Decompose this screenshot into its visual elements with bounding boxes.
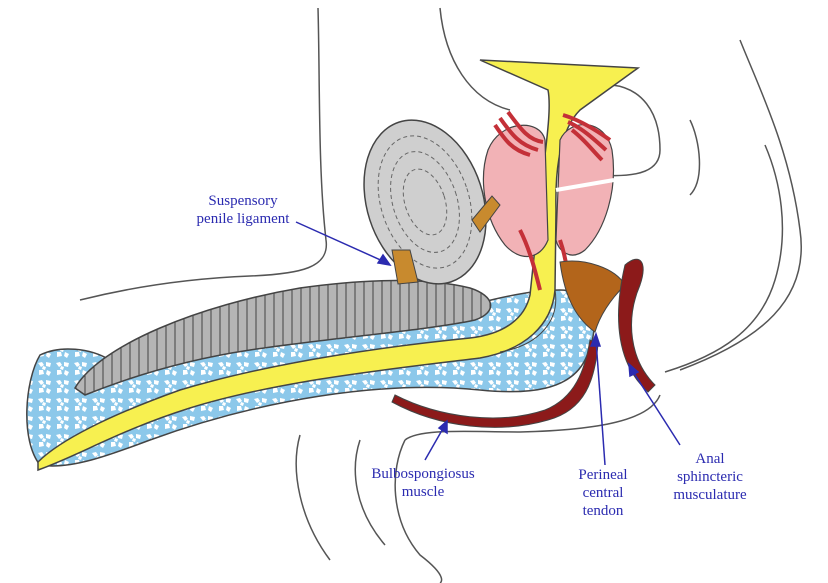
- prostate: [483, 125, 548, 256]
- label-perineal-central-tendon: Perineal central tendon: [553, 466, 653, 520]
- label-suspensory-penile-ligament: Suspensory penile ligament: [168, 192, 318, 228]
- pubic-bone: [344, 104, 506, 300]
- label-bulbospongiosus-muscle: Bulbospongiosus muscle: [348, 465, 498, 501]
- label-anal-sphincteric-musculature: Anal sphincteric musculature: [650, 450, 770, 504]
